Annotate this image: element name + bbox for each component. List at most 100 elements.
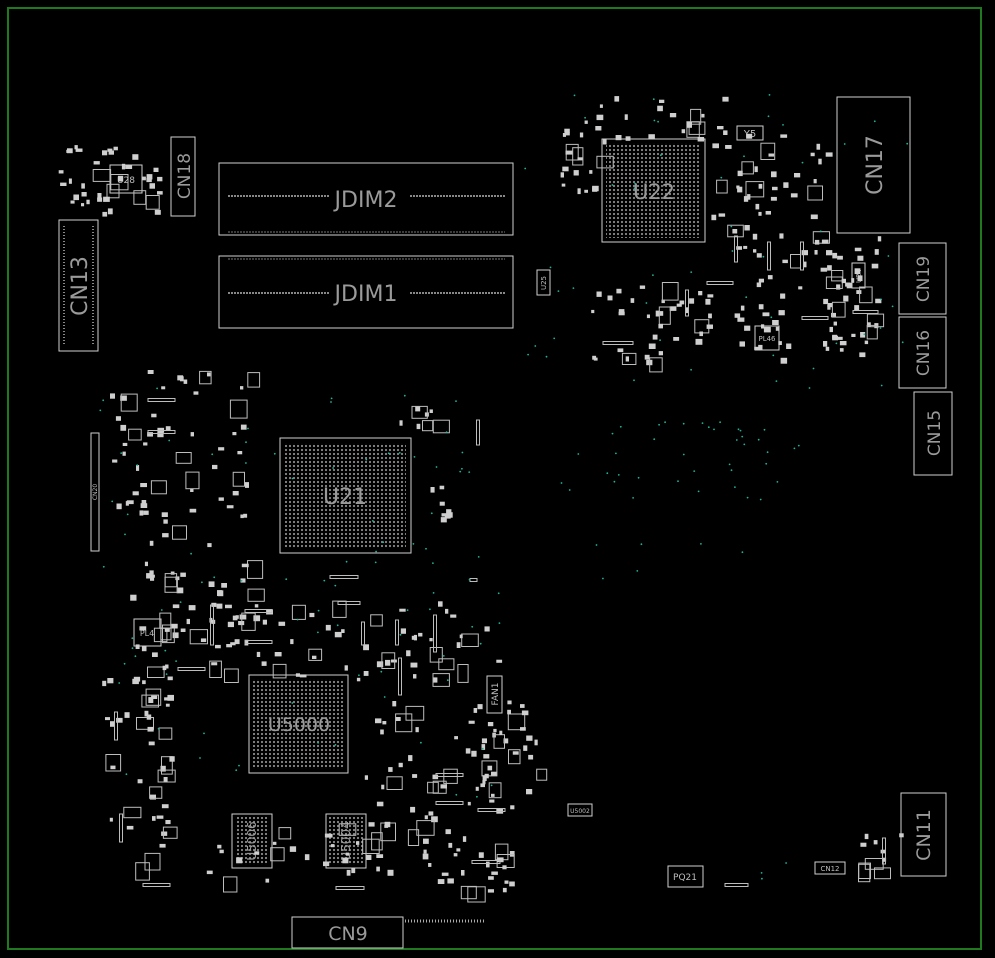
dimm-slot-jdim2[interactable]: JDIM2 <box>218 162 514 236</box>
smd-part <box>161 831 168 836</box>
smd-part <box>487 765 493 771</box>
smd-part <box>392 701 397 707</box>
connector-cn12[interactable]: CN12 <box>814 861 846 875</box>
smd-part <box>152 816 156 821</box>
smd-part <box>462 836 467 842</box>
via <box>701 422 704 424</box>
memory-u5004[interactable]: U5004 <box>325 813 367 869</box>
memory-u5006[interactable]: U5006 <box>231 813 273 869</box>
smd-part <box>826 250 833 256</box>
connector-cn9[interactable]: CN9 <box>291 916 484 949</box>
smd-part <box>112 459 118 463</box>
cn17-label: CN17 <box>863 135 888 195</box>
bga-u5000[interactable]: U5000 <box>248 674 349 774</box>
via <box>619 425 622 428</box>
connector-cn17[interactable]: CN17 <box>836 96 911 234</box>
smd-part <box>866 313 885 328</box>
smd-part <box>831 301 846 318</box>
smd-part <box>399 608 406 612</box>
via <box>99 409 102 412</box>
via <box>768 94 771 96</box>
small-components <box>58 96 904 903</box>
connector-cn18[interactable]: CN18 <box>170 136 196 217</box>
connector-cn20[interactable]: CN20 <box>90 432 100 552</box>
connector-fan1[interactable]: FAN1 <box>486 675 503 714</box>
smd-part <box>536 768 548 781</box>
smd-part <box>254 604 259 608</box>
connector-cn19[interactable]: CN19 <box>898 242 947 315</box>
via <box>613 480 616 483</box>
smd-part <box>157 191 163 195</box>
u5000-label: U5000 <box>268 714 330 736</box>
ic-u28[interactable]: U28 <box>109 164 143 194</box>
bga-u21[interactable]: U21 <box>279 437 412 554</box>
smd-part <box>142 680 146 685</box>
via <box>247 427 249 430</box>
smd-part <box>265 878 270 883</box>
smd-part <box>722 96 729 102</box>
smd-part <box>484 626 490 632</box>
smd-part <box>93 161 100 165</box>
cn13-label: CN13 <box>68 256 93 316</box>
smd-part <box>238 621 245 626</box>
via <box>442 655 445 657</box>
smd-part <box>661 282 679 301</box>
connector-cn16[interactable]: CN16 <box>898 316 947 389</box>
via <box>168 439 171 442</box>
smd-part <box>376 661 384 668</box>
ic-u5002[interactable]: U5002 <box>567 803 593 817</box>
smd-part <box>126 500 134 505</box>
board-outline <box>7 7 982 950</box>
connector-cn15[interactable]: CN15 <box>913 391 953 476</box>
smd-part <box>771 171 777 178</box>
ic-u25[interactable]: U25 <box>536 269 551 296</box>
dimm-slot-jdim1[interactable]: JDIM1 <box>218 255 514 329</box>
smd-part <box>380 729 384 735</box>
smd-part <box>725 145 732 149</box>
smd-part <box>831 270 844 282</box>
smd-part <box>509 851 515 857</box>
smd-part <box>765 211 771 215</box>
smd-part <box>780 357 788 364</box>
smd-part <box>221 583 227 588</box>
smd-part <box>141 694 159 708</box>
pl4-label: PL4 <box>140 629 154 638</box>
bga-u22[interactable]: U22 <box>601 138 706 243</box>
smd-part <box>113 146 118 151</box>
smd-part <box>596 155 614 169</box>
inductor-pl46[interactable]: PL46 <box>754 325 780 351</box>
smd-part <box>115 416 121 421</box>
smd-part <box>216 603 223 609</box>
transistor-pq21[interactable]: PQ21 <box>667 865 704 888</box>
smd-part <box>363 644 369 651</box>
smd-part <box>361 621 365 646</box>
via <box>497 592 500 595</box>
smd-part <box>685 307 689 314</box>
via <box>741 551 744 554</box>
cn16-label: CN16 <box>914 330 934 376</box>
smd-part <box>119 813 123 843</box>
smd-part <box>232 491 239 496</box>
smd-part <box>716 179 728 194</box>
smd-part <box>630 298 635 303</box>
via <box>330 401 332 403</box>
smd-part <box>136 465 140 471</box>
smd-part <box>150 576 155 581</box>
smd-part <box>615 135 622 141</box>
via <box>632 497 634 499</box>
via <box>759 498 762 501</box>
smd-part <box>744 325 751 331</box>
smd-part <box>161 386 166 390</box>
via <box>435 466 438 468</box>
via <box>425 547 427 550</box>
via <box>873 120 876 123</box>
smd-part <box>162 533 169 538</box>
via <box>735 439 738 441</box>
smd-part <box>180 628 186 632</box>
smd-part <box>424 815 428 820</box>
via <box>380 670 383 673</box>
smd-part <box>186 618 190 625</box>
smd-part <box>599 104 603 108</box>
connector-cn11[interactable]: CN11 <box>900 792 947 877</box>
connector-cn13[interactable]: CN13 <box>58 219 99 352</box>
